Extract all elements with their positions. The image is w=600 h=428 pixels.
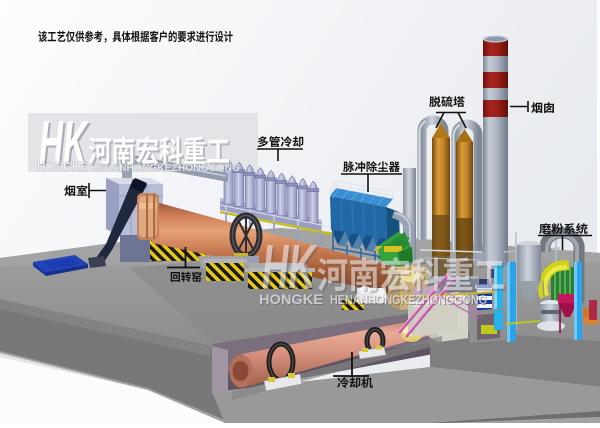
svg-text:HENANHONGKEZHONGGONG: HENANHONGKEZHONGGONG	[331, 294, 488, 308]
svg-text:HONGKE: HONGKE	[259, 292, 323, 307]
svg-text:HENANHONGKEZHONGGONG: HENANHONGKEZHONGGONG	[90, 162, 240, 174]
svg-text:HK: HK	[39, 109, 89, 178]
svg-text:HK: HK	[262, 233, 317, 302]
svg-text:HENANHONGKEZHONGGONG: HENANHONGKEZHONGGONG	[330, 293, 487, 307]
svg-text:HK: HK	[264, 235, 319, 304]
svg-text:HK: HK	[41, 111, 91, 180]
svg-text:HONGKE: HONGKE	[37, 160, 88, 174]
svg-text:HONGKE: HONGKE	[260, 293, 324, 308]
